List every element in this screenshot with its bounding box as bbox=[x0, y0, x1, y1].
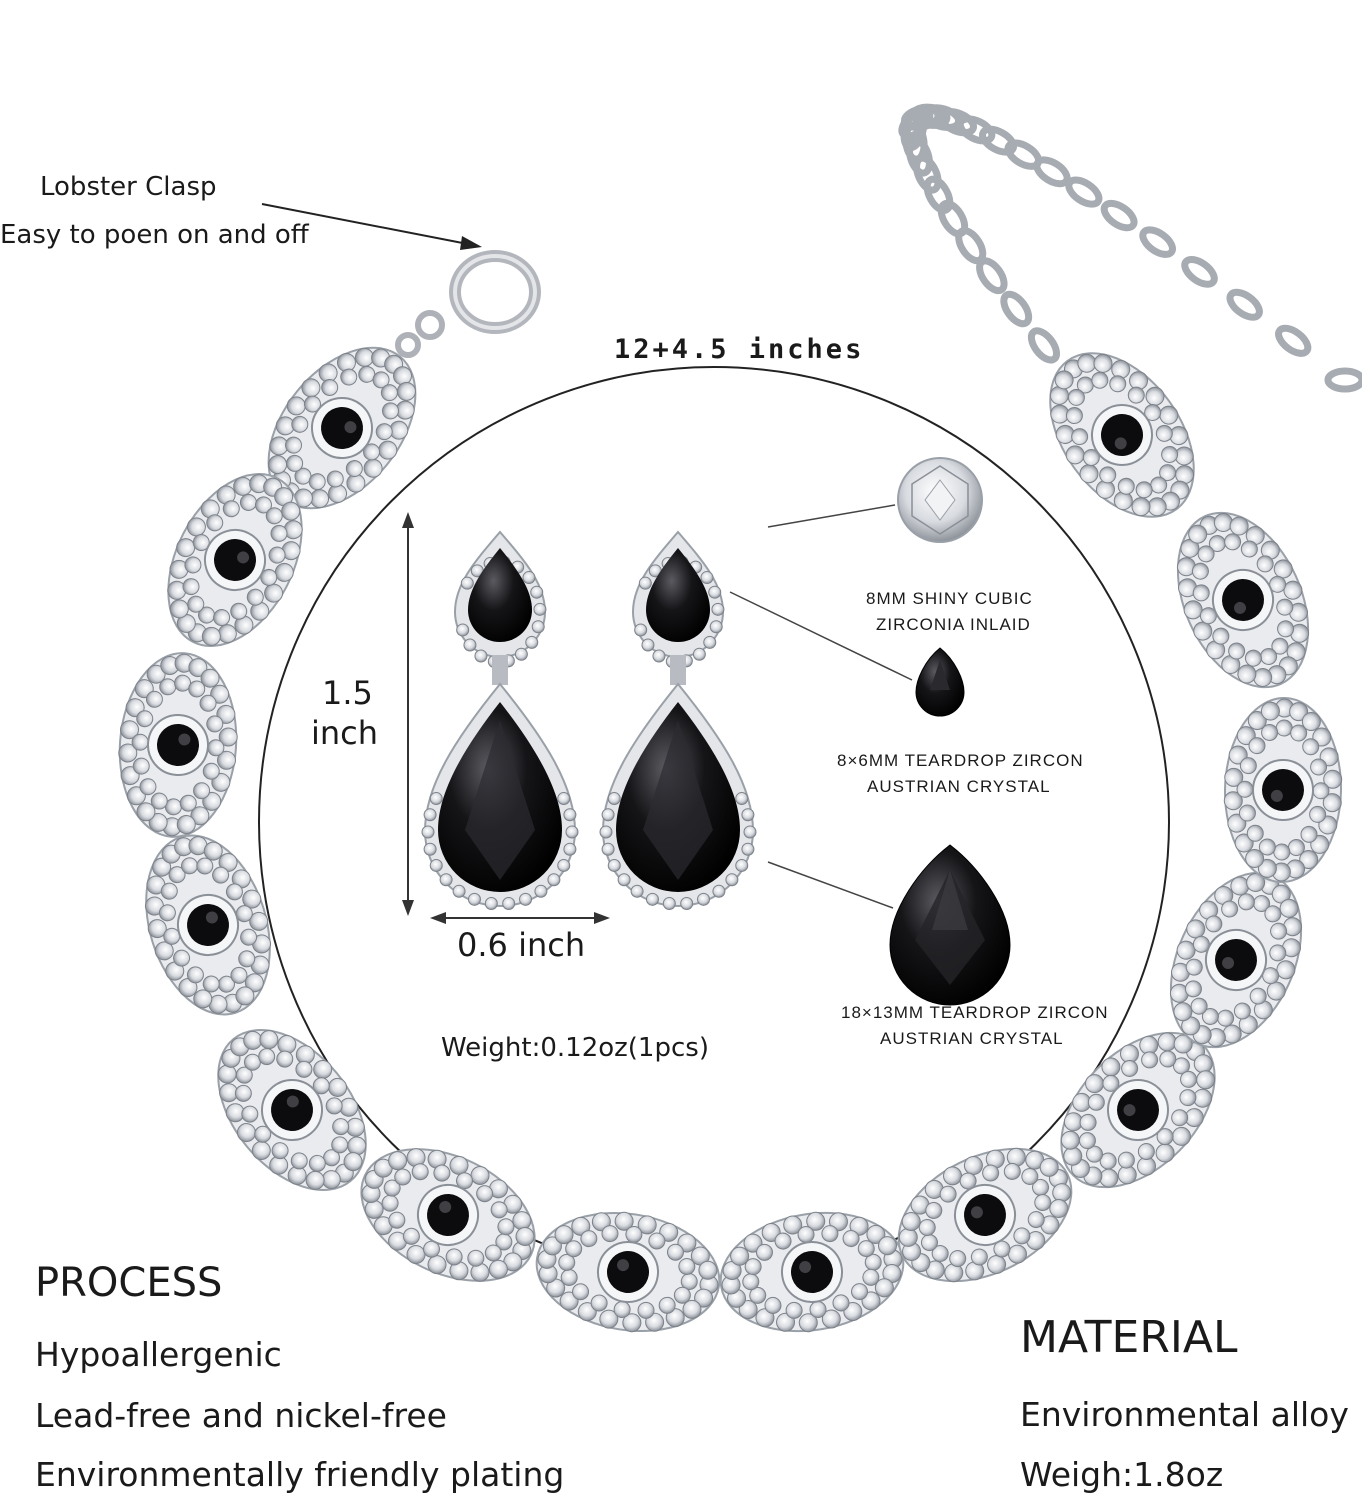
zirconia-spec-line2: ZIRCONIA INLAID bbox=[876, 615, 1031, 634]
zirconia-spec-line1: 8MM SHINY CUBIC bbox=[866, 589, 1033, 608]
earring-height-unit: inch bbox=[311, 714, 379, 752]
small-gem-spec-line1: 8×6MM TEARDROP ZIRCON bbox=[837, 751, 1084, 770]
necklace-link bbox=[217, 1029, 367, 1191]
necklace-link bbox=[1176, 511, 1310, 689]
necklace-link bbox=[535, 1211, 721, 1333]
necklace-link bbox=[360, 1148, 536, 1282]
round-zirconia-icon bbox=[897, 457, 983, 543]
process-heading: PROCESS bbox=[35, 1260, 223, 1306]
process-item: Lead-free and nickel-free bbox=[35, 1396, 447, 1435]
callout-line-small-gem bbox=[729, 591, 913, 681]
chain-link bbox=[937, 108, 977, 137]
chain-link bbox=[1000, 290, 1033, 328]
necklace-link bbox=[1060, 1031, 1216, 1189]
chain-link bbox=[1181, 255, 1218, 288]
material-heading: MATERIAL bbox=[1020, 1312, 1238, 1363]
large-teardrop-gem-icon bbox=[889, 844, 1011, 1006]
necklace-link bbox=[167, 473, 303, 647]
clasp-label: Lobster Clasp bbox=[40, 172, 217, 202]
chain-link bbox=[1324, 367, 1362, 393]
chain-link bbox=[1139, 226, 1176, 258]
chain-link bbox=[1100, 199, 1138, 232]
chain-link bbox=[956, 115, 996, 145]
small-gem-spec-line2: AUSTRIAN CRYSTAL bbox=[867, 777, 1051, 796]
material-item: Environmental alloy bbox=[1020, 1395, 1349, 1434]
length-label: 12+4.5 inches bbox=[610, 334, 869, 365]
material-item: Weigh:1.8oz bbox=[1020, 1455, 1224, 1494]
earring-weight-label: Weight:0.12oz(1pcs) bbox=[441, 1033, 709, 1063]
chain-link bbox=[979, 125, 1018, 156]
chain-link bbox=[937, 199, 969, 238]
rhinestone-necklace bbox=[118, 346, 1343, 1333]
process-item: Hypoallergenic bbox=[35, 1335, 282, 1374]
chain-link bbox=[1027, 327, 1061, 364]
necklace-link bbox=[897, 1147, 1073, 1283]
large-gem-spec-line2: AUSTRIAN CRYSTAL bbox=[880, 1029, 1064, 1048]
chain-link bbox=[1065, 176, 1103, 208]
earring-height-value: 1.5 bbox=[322, 674, 373, 712]
large-gem-spec-line1: 18×13MM TEARDROP ZIRCON bbox=[841, 1003, 1109, 1022]
process-item: Environmentally friendly plating bbox=[35, 1455, 565, 1494]
chain-link bbox=[1275, 324, 1312, 357]
earring-width-label: 0.6 inch bbox=[457, 926, 586, 964]
necklace-link bbox=[1049, 352, 1195, 518]
necklace-link bbox=[144, 834, 272, 1016]
small-teardrop-gem-icon bbox=[915, 647, 965, 717]
necklace-link bbox=[1169, 871, 1303, 1049]
lobster-clasp-icon bbox=[395, 250, 541, 358]
extension-chain bbox=[898, 103, 1362, 403]
earring bbox=[599, 530, 757, 910]
clasp-pointer-line bbox=[261, 203, 479, 247]
chain-link bbox=[1226, 288, 1263, 321]
callout-line-large-gem bbox=[767, 861, 894, 909]
necklace-link bbox=[118, 652, 238, 838]
clasp-description: Easy to poen on and off bbox=[0, 220, 309, 250]
necklace-link bbox=[719, 1211, 905, 1333]
callout-line-zirconia bbox=[767, 504, 896, 528]
necklace-link bbox=[1223, 697, 1343, 883]
chain-link bbox=[923, 175, 954, 214]
chain-link bbox=[1033, 156, 1071, 188]
arrowhead-icon bbox=[460, 236, 482, 250]
earring bbox=[421, 530, 579, 910]
teardrop-earrings bbox=[421, 530, 757, 910]
